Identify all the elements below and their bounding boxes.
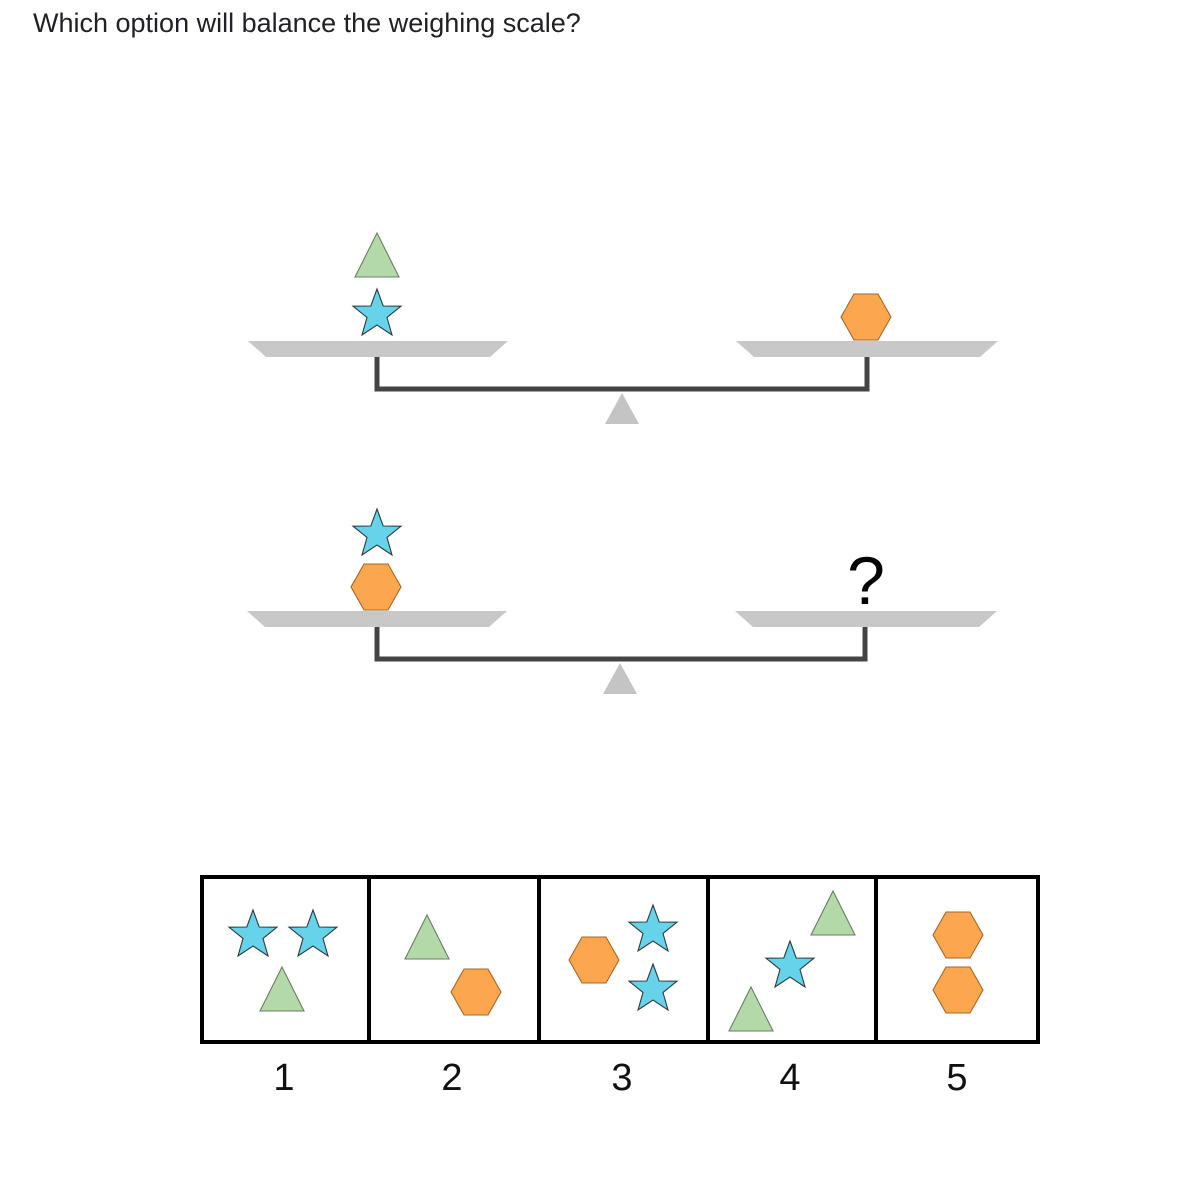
options-strip: 1 2 3 4 5 (200, 875, 1040, 1099)
option-label-4: 4 (779, 1057, 800, 1099)
hexagon-icon (350, 563, 402, 611)
unknown-weight-question-mark: ? (847, 543, 885, 619)
option-5[interactable] (878, 879, 1036, 1040)
option-label-3: 3 (611, 1057, 632, 1099)
option-4[interactable] (710, 879, 874, 1040)
option-1[interactable] (204, 879, 367, 1040)
question-text: Which option will balance the weighing s… (33, 8, 581, 38)
triangle-icon (354, 232, 400, 278)
beam (374, 627, 868, 662)
scale-1 (248, 232, 998, 424)
scale-2: ? (247, 508, 997, 694)
star-icon (352, 508, 402, 556)
fulcrum (603, 663, 637, 694)
left-pan (248, 341, 508, 357)
option-label-1: 1 (273, 1057, 294, 1099)
option-label-5: 5 (946, 1057, 967, 1099)
option-2[interactable] (371, 879, 537, 1040)
star-icon (352, 288, 402, 336)
right-pan (735, 611, 997, 627)
beam (374, 357, 870, 392)
option-label-2: 2 (441, 1057, 462, 1099)
fulcrum (605, 393, 639, 424)
right-pan (736, 341, 998, 357)
option-3[interactable] (541, 879, 706, 1040)
left-pan (247, 611, 507, 627)
hexagon-icon (840, 293, 892, 341)
